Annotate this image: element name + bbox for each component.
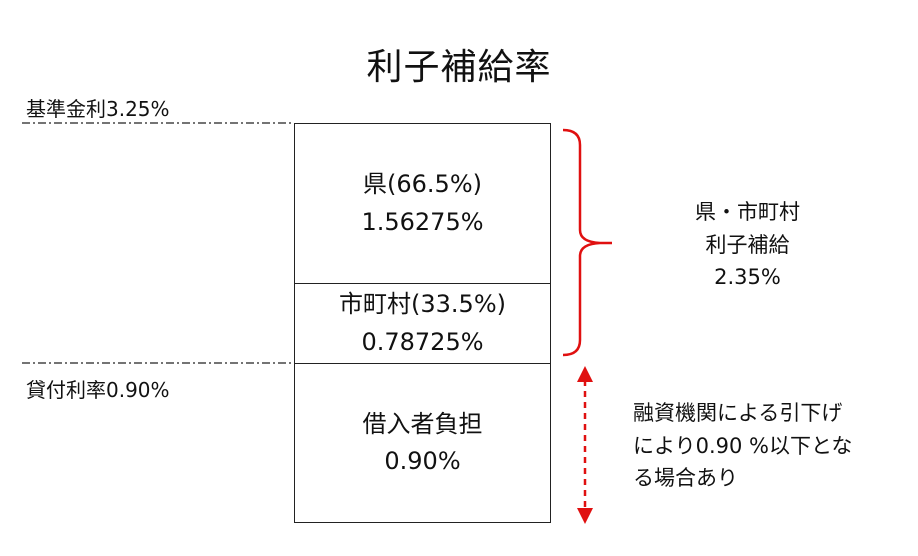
subsidy-rate: 2.35% — [714, 265, 781, 290]
reduction-note-line-1: 融資機関による引下げ — [633, 401, 843, 425]
municipality-rate: 0.78725% — [361, 327, 484, 356]
diagram-title: 利子補給率 — [366, 47, 552, 88]
prefecture-box: 県(66.5%) 1.56275% — [294, 123, 551, 284]
borrower-rate: 0.90% — [384, 447, 461, 475]
reduction-note-line-2: により0.90 %以下とな — [633, 433, 853, 458]
reduction-arrow-down-head — [577, 508, 593, 524]
prefecture-share: 県(66.5%) — [363, 170, 482, 199]
reduction-arrow-up-head — [577, 366, 593, 382]
borrower-box: 借入者負担 0.90% — [294, 363, 551, 523]
prefecture-rate: 1.56275% — [361, 207, 484, 236]
subsidy-bracket — [562, 128, 612, 357]
borrower-label: 借入者負担 — [362, 409, 483, 438]
reduction-note-line-3: る場合あり — [633, 466, 738, 491]
reduction-note: 融資機関による引下げ により0.90 %以下とな る場合あり — [633, 397, 913, 495]
municipality-share: 市町村(33.5%) — [339, 290, 506, 319]
subsidy-parties: 県・市町村 — [695, 200, 800, 224]
subsidy-label: 利子補給 — [705, 232, 790, 257]
loan-rate-label: 貸付利率0.90% — [26, 378, 170, 402]
base-rate-label: 基準金利3.25% — [26, 97, 170, 121]
municipality-box: 市町村(33.5%) 0.78725% — [294, 283, 551, 364]
subsidy-summary: 県・市町村 利子補給 2.35% — [660, 196, 835, 294]
